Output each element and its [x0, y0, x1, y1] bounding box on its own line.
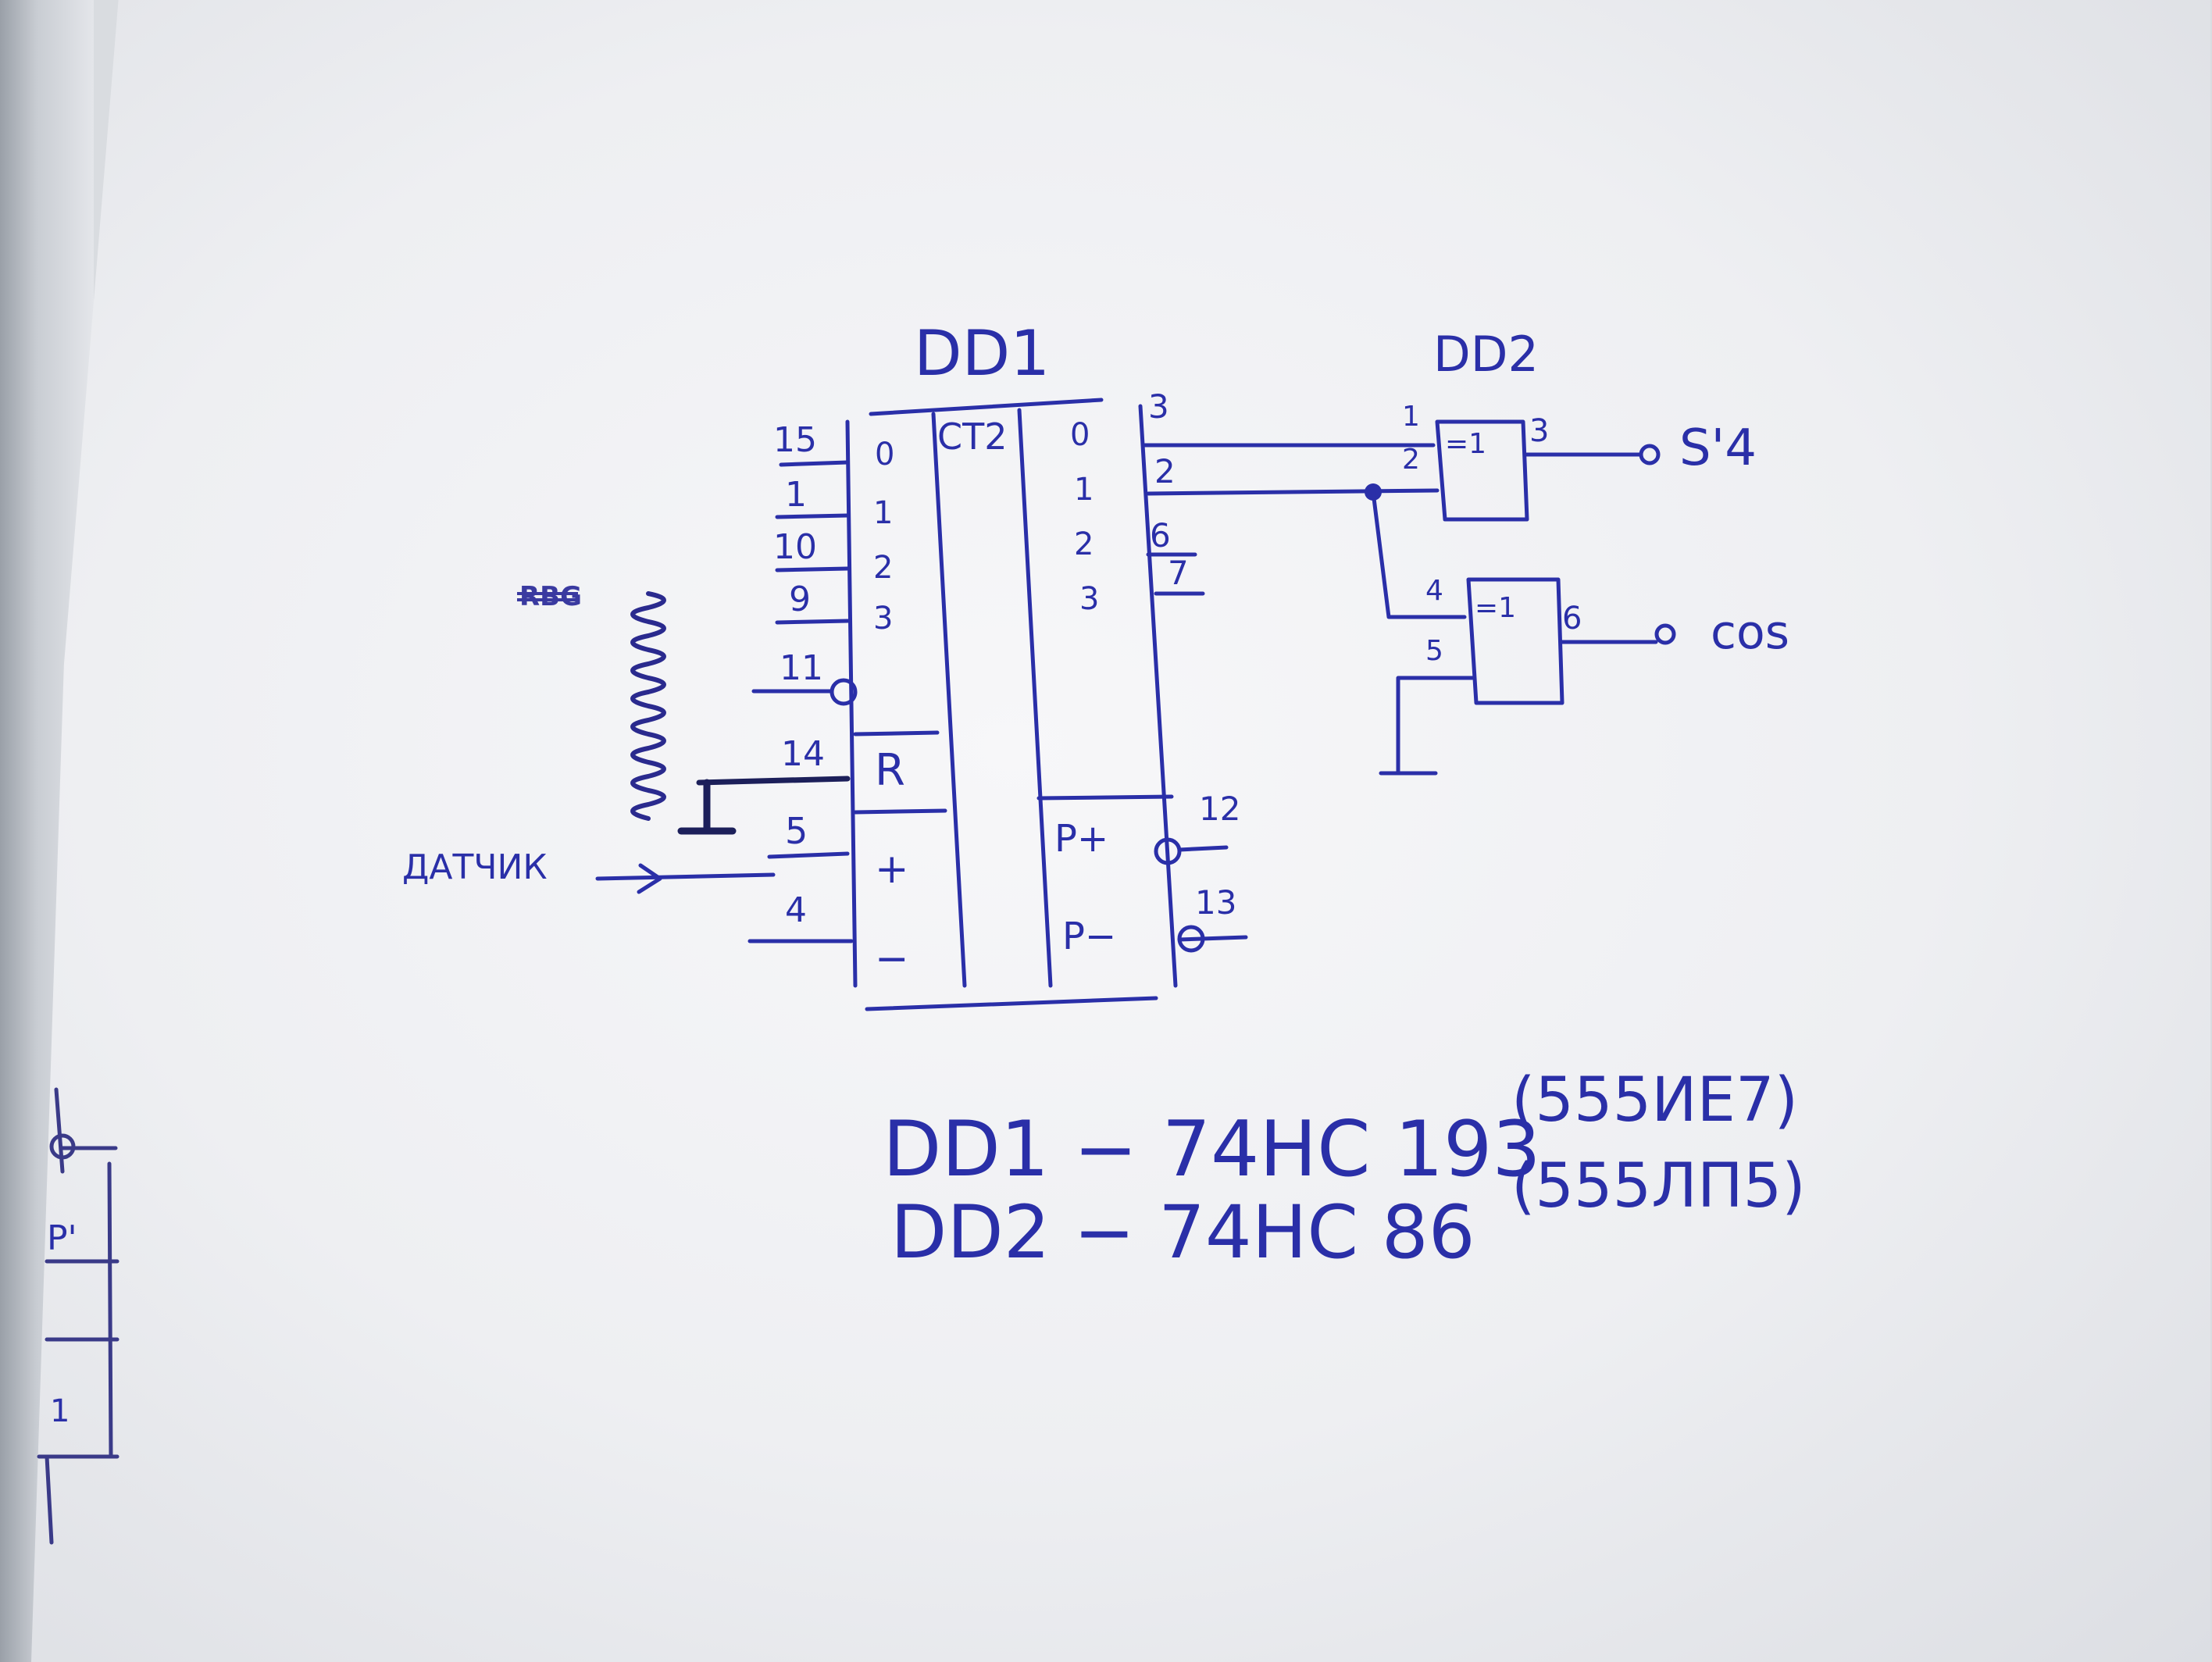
dd2-pin5-ground-wire [1396, 676, 1475, 776]
dd2-pin-3: 3 [1529, 413, 1549, 449]
scribbled-resistor [630, 591, 666, 821]
dd1-inner-left-edge [931, 412, 967, 988]
dd1-reset-label: R [875, 745, 905, 796]
fragment-label-p: P' [47, 1218, 77, 1258]
sensor-input: ДАТЧИК [402, 847, 776, 894]
wire-q1-to-dd2-pin2 [1146, 488, 1440, 496]
parts-list: DD1 − 74HC 193 (555ИЕ7) DD2 − 74HC 86 (5… [883, 1065, 1806, 1275]
dd1-out-label-0: 0 [1070, 417, 1090, 453]
part-dd2-alt: (555ЛП5) [1511, 1151, 1806, 1222]
dd1-p-divider [1036, 794, 1174, 801]
dd1-pin-14: 14 [781, 734, 825, 774]
output-label-sin: S'4 [1679, 419, 1757, 477]
strikethrough [517, 592, 578, 601]
dd1-bottom-edge [865, 996, 1158, 1011]
dd1-out-label-1: 1 [1074, 472, 1094, 508]
dd1-pin-5: 5 [785, 810, 808, 852]
dd1-right-edge [1138, 404, 1178, 988]
dd1-r-divider-top [853, 730, 940, 736]
dd1-count-up-label: + [875, 846, 909, 893]
part-dd2-ref: DD2 − 74HC 86 [890, 1190, 1475, 1275]
fragment-label-1: 1 [50, 1393, 70, 1429]
dd1-pin-7: 7 [1168, 554, 1189, 592]
dd1-right-pins: 0 1 2 3 3 2 6 7 P+ P− 12 13 [1054, 387, 1248, 958]
dd1-out-label-2: 2 [1074, 526, 1094, 562]
dd1-pin-3: 3 [1148, 387, 1169, 426]
wire-q1-to-dd2-pin4 [1371, 490, 1467, 619]
dd1-pin-10: 10 [773, 527, 817, 567]
dd2-chip: DD2 =1 1 2 3 S'4 =1 4 5 6 cos [1402, 326, 1789, 705]
wires [1142, 443, 1475, 776]
sensor-label: ДАТЧИК [402, 847, 548, 887]
dd2-pin-1: 1 [1402, 401, 1420, 433]
left-edge-fragment: P' 1 [37, 1087, 120, 1545]
dd1-in-label-2: 2 [873, 550, 893, 586]
dd1-in-label-0: 0 [875, 437, 894, 473]
dd1-pin-13: 13 [1195, 883, 1236, 922]
crossed-out-text: RBG [519, 581, 582, 612]
dd1-pin-2: 2 [1154, 452, 1176, 490]
dd1-in-label-1: 1 [873, 495, 893, 531]
dd1-count-down-label: − [875, 936, 909, 983]
part-dd1-alt: (555ИЕ7) [1511, 1065, 1798, 1136]
dd1-inner-right-edge [1017, 408, 1053, 988]
dd1-in-label-3: 3 [873, 601, 893, 637]
dd1-top-edge [869, 398, 1104, 416]
dd1-pin-12: 12 [1199, 790, 1240, 828]
dd1-function-label: CT2 [937, 416, 1007, 458]
dd1-r-divider-bottom [853, 808, 947, 815]
dd1-pin-9: 9 [789, 580, 811, 619]
dd1-left-pins: 15 1 10 9 11 14 5 4 0 1 2 3 R + − [696, 420, 909, 983]
paper-sheet [31, 0, 2210, 1662]
dd1-pin-1: 1 [785, 475, 807, 515]
part-dd1-ref: DD1 − 74HC 193 [883, 1105, 1541, 1194]
dd1-pin-11: 11 [780, 648, 823, 688]
reset-network: RBG [517, 581, 737, 835]
dd2-pin-6: 6 [1562, 601, 1582, 637]
output-terminal-sin [1639, 444, 1661, 465]
dd1-carry-label: P+ [1054, 817, 1108, 861]
sensor-wire [595, 872, 776, 881]
dd1-borrow-label: P− [1062, 915, 1116, 958]
dd1-out-label-3: 3 [1079, 581, 1099, 617]
dd2-pin-4: 4 [1425, 575, 1443, 607]
output-label-cos: cos [1711, 605, 1789, 660]
dd2-pin-2: 2 [1402, 444, 1420, 476]
dd1-title: DD1 [914, 317, 1050, 390]
dd2-gate-bottom: =1 4 5 6 cos [1425, 575, 1789, 705]
dd1-chip: DD1 CT2 15 1 10 9 11 14 [696, 317, 1248, 1011]
output-terminal-cos [1654, 623, 1676, 645]
dd2-gate-top: =1 1 2 3 S'4 [1402, 401, 1757, 522]
dd2-title: DD2 [1433, 326, 1539, 383]
dd2-gate-bottom-symbol: =1 [1475, 592, 1516, 624]
sensor-arrow [637, 863, 662, 894]
dd1-pin-6: 6 [1150, 516, 1171, 555]
dd1-pin-4: 4 [785, 890, 807, 930]
dd1-pin-15: 15 [773, 420, 817, 460]
dd2-gate-top-symbol: =1 [1445, 428, 1486, 460]
dd2-pin-5: 5 [1425, 635, 1443, 667]
